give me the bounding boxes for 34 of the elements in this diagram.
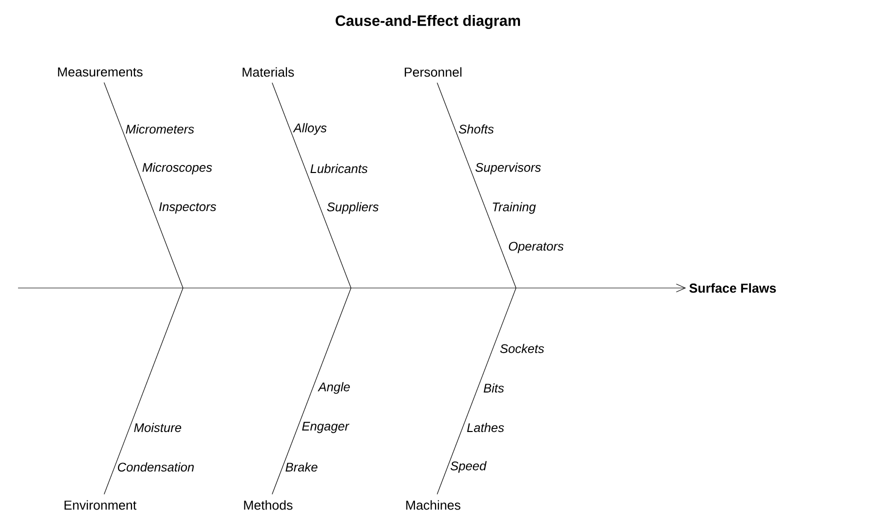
category-label: Measurements xyxy=(58,67,143,77)
category-label: Environment xyxy=(64,500,136,510)
cause-label: Supervisors xyxy=(475,162,541,174)
cause-label: Brake xyxy=(286,462,318,472)
cause-label: Micrometers xyxy=(126,124,194,134)
cause-label: Speed xyxy=(450,461,487,473)
cause-label: Microscopes xyxy=(142,162,212,174)
cause-label: Engager xyxy=(302,422,350,434)
bone-line xyxy=(436,288,516,495)
effect-label: Surface Flaws xyxy=(689,283,776,293)
cause-label: Lubricants xyxy=(310,164,368,174)
cause-label: Operators xyxy=(508,242,564,254)
cause-label: Shofts xyxy=(458,124,494,134)
cause-label: Condensation xyxy=(118,462,194,472)
cause-label: Sockets xyxy=(500,344,544,354)
cause-label: Angle xyxy=(318,382,350,394)
cause-label: Inspectors xyxy=(159,202,216,214)
bone-line xyxy=(272,288,352,495)
bone-line xyxy=(104,82,184,288)
category-label: Personnel xyxy=(404,67,462,77)
cause-label: Moisture xyxy=(134,422,182,432)
bone-line xyxy=(272,82,352,288)
cause-label: Training xyxy=(492,202,536,214)
category-label: Methods xyxy=(244,500,292,510)
spine-arrow xyxy=(18,284,686,292)
bone-line xyxy=(104,288,184,495)
cause-label: Bits xyxy=(484,383,504,393)
bone-line xyxy=(436,82,516,288)
cause-label: Lathes xyxy=(467,422,504,432)
category-label: Machines xyxy=(406,500,460,510)
cause-label: Alloys xyxy=(292,123,327,135)
category-label: Materials xyxy=(242,67,294,77)
title: Cause-and-Effect diagram xyxy=(336,14,520,30)
cause-label: Suppliers xyxy=(327,202,379,214)
